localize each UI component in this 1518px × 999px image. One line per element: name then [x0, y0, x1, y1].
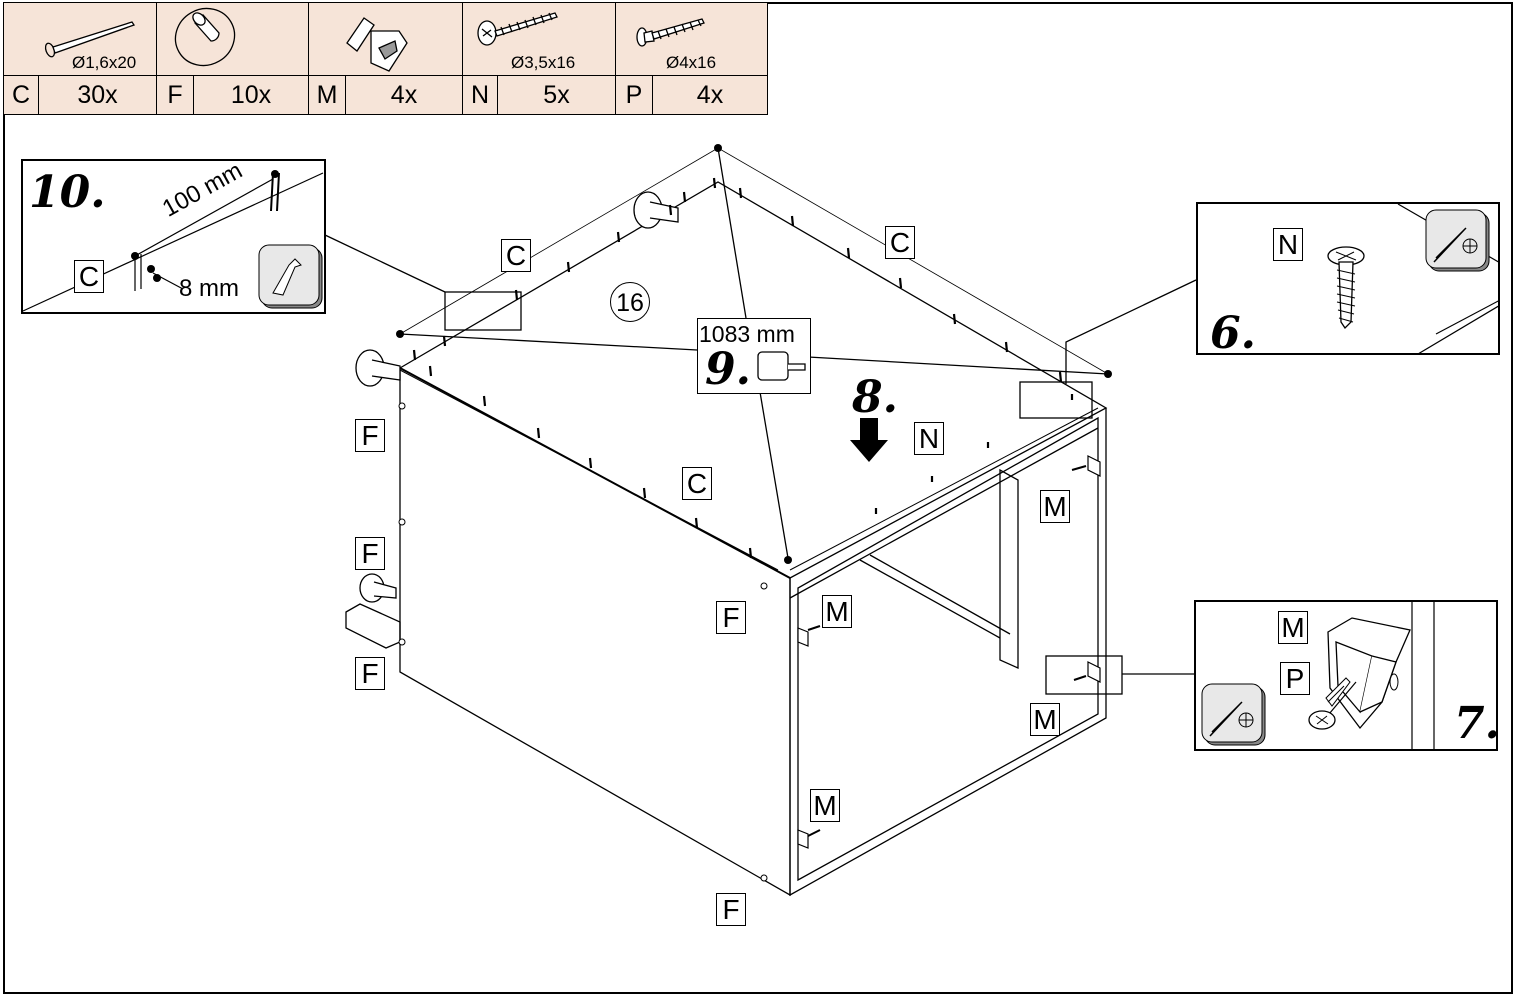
step-8-number: 8. — [852, 372, 898, 423]
part-c-count: 30x — [38, 75, 157, 115]
label-m: M — [810, 789, 840, 822]
step-10-number: 10. — [29, 167, 106, 218]
part-m-letter: M — [308, 75, 346, 115]
label-c: C — [501, 239, 531, 272]
step-6-inset: N 6. — [1196, 202, 1500, 355]
part-p-count: 4x — [652, 75, 768, 115]
part-n-letter: N — [462, 75, 498, 115]
step-9-number: 9. — [705, 344, 751, 395]
pan-head-screw-icon — [477, 12, 558, 46]
panel-number-16: 16 — [610, 282, 650, 322]
part-m-count: 4x — [345, 75, 463, 115]
label-f: F — [355, 537, 385, 570]
label-n: N — [914, 422, 944, 455]
part-c-size: Ø1,6x20 — [72, 53, 137, 72]
parts-table: Ø1,6x20 — [3, 2, 768, 115]
screw-n-diagram — [1327, 204, 1498, 353]
label-m: M — [822, 595, 852, 628]
parts-icon-row: Ø1,6x20 — [3, 2, 768, 76]
nail-edge-measurement: 8 mm — [179, 275, 239, 302]
corner-bracket-icon — [346, 17, 408, 72]
label-f: F — [716, 601, 746, 634]
label-f: F — [355, 657, 385, 690]
part-f-count: 10x — [193, 75, 309, 115]
label-c: C — [74, 260, 104, 293]
part-c-letter: C — [3, 75, 39, 115]
label-m: M — [1030, 703, 1060, 736]
label-f: F — [355, 419, 385, 452]
step-10-inset: 10. 100 mm 8 mm C — [21, 159, 326, 314]
nail-icon — [44, 21, 136, 58]
part-p-cell: Ø4x16 — [615, 2, 768, 76]
step-7-inset: M P 7. — [1194, 600, 1498, 751]
bracket-screw-diagram — [1201, 602, 1435, 749]
countersunk-screw-icon — [636, 18, 705, 47]
parts-count-row: C 30x F 10x M 4x N 5x P 4x — [3, 75, 768, 115]
label-c: C — [885, 226, 915, 259]
measuring-tape-icon — [757, 351, 806, 381]
part-p-size: Ø4x16 — [666, 53, 717, 72]
part-n-size: Ø3,5x16 — [511, 53, 576, 72]
furniture-glide-icon — [174, 7, 236, 67]
label-f: F — [716, 893, 746, 926]
nail-spacing-diagram — [23, 170, 324, 312]
part-c-cell: Ø1,6x20 — [3, 2, 157, 76]
label-m: M — [1278, 611, 1308, 644]
part-m-cell — [308, 2, 463, 76]
part-f-letter: F — [156, 75, 194, 115]
label-p: P — [1280, 662, 1310, 695]
step-6-number: 6. — [1210, 308, 1256, 355]
part-n-count: 5x — [497, 75, 616, 115]
part-p-letter: P — [615, 75, 653, 115]
diagonal-measurement: 1083 mm — [699, 321, 795, 347]
part-f-cell — [156, 2, 309, 76]
label-m: M — [1040, 490, 1070, 523]
step-7-number: 7. — [1454, 698, 1498, 749]
part-n-cell: Ø3,5x16 — [462, 2, 616, 76]
page-border — [3, 2, 1513, 994]
label-n: N — [1273, 228, 1303, 261]
label-c: C — [682, 467, 712, 500]
step-9-measure-box — [697, 318, 811, 394]
